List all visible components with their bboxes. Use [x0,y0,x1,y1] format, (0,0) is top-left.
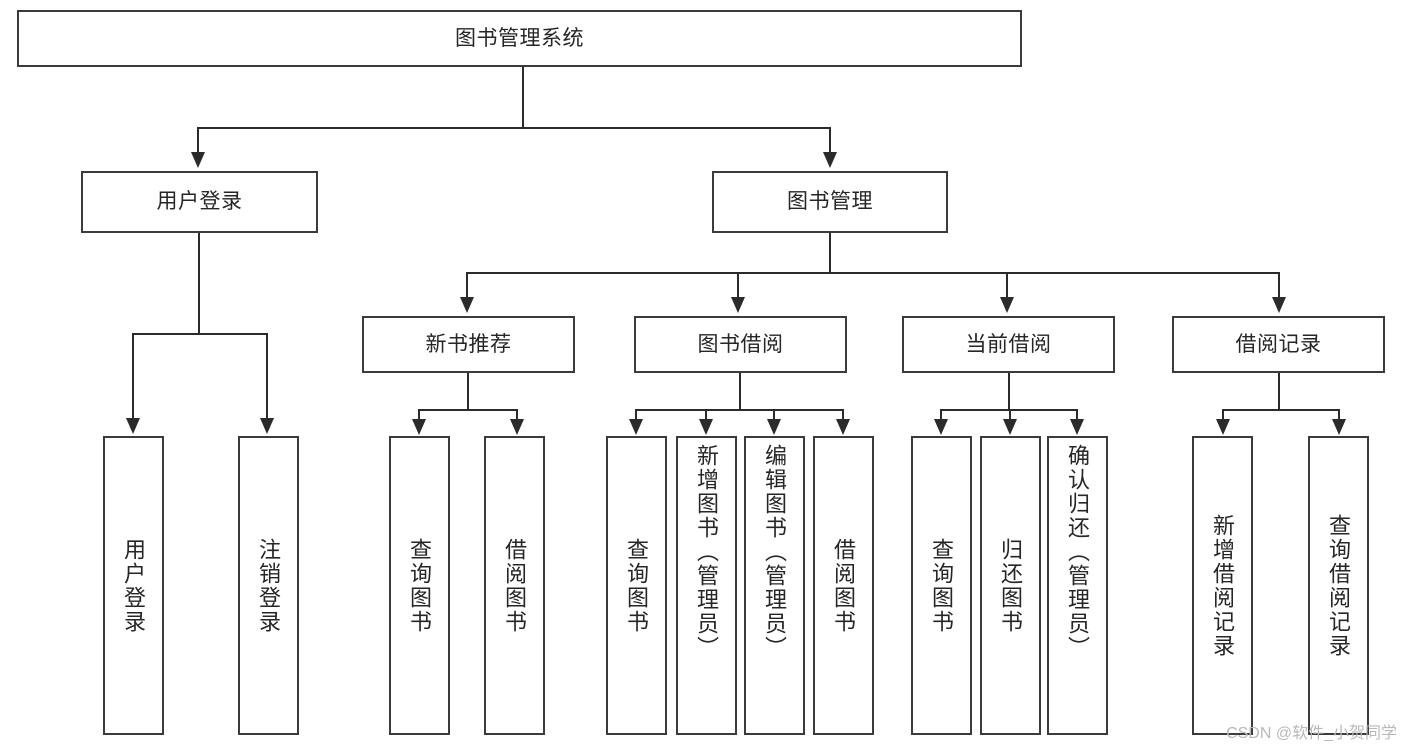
edge-current-borrow-drop [1008,373,1010,410]
node-label: 用户登录 [156,190,243,214]
leaf-query-borrow-record[interactable]: 查询借阅记录 [1308,436,1369,735]
edge-book-borrow-c1 [635,409,637,420]
edge-level2-to-current-borrow [1006,272,1008,297]
edge-new-book-drop [467,373,469,410]
arrow-to-leaf-query-book-c [934,419,948,435]
node-label: 借阅图书 [831,537,857,634]
node-label: 查询图书 [407,537,433,634]
node-label: 确认归还（管理员） [1065,444,1091,660]
edge-root-to-book-management [829,127,831,152]
leaf-add-book-admin[interactable]: 新增图书（管理员） [676,436,737,735]
node-label: 新增图书（管理员） [694,444,720,660]
edge-book-borrow-c4 [842,409,844,420]
edge-user-login-left [132,333,134,418]
arrow-to-new-book-recommend [460,297,474,313]
edge-new-book-left [418,409,420,420]
node-book-management[interactable]: 图书管理 [712,171,948,233]
leaf-confirm-return-admin[interactable]: 确认归还（管理员） [1047,436,1108,735]
edge-user-login-drop [198,233,200,334]
edge-level2-to-new-book [466,272,468,297]
arrow-to-leaf-confirm-return [1070,419,1084,435]
edge-root-bus [197,127,830,129]
node-label: 借阅记录 [1235,332,1322,356]
leaf-return-book[interactable]: 归还图书 [980,436,1041,735]
arrow-to-leaf-query-book-a [412,419,426,435]
node-label: 当前借阅 [965,332,1052,356]
leaf-logout[interactable]: 注销登录 [238,436,299,735]
edge-borrow-record-right [1338,409,1340,420]
leaf-borrow-book[interactable]: 借阅图书 [813,436,874,735]
arrow-to-leaf-logout [260,418,274,434]
leaf-add-borrow-record[interactable]: 新增借阅记录 [1192,436,1253,735]
node-current-borrow[interactable]: 当前借阅 [902,316,1115,373]
arrow-to-leaf-user-login [126,418,140,434]
node-label: 新书推荐 [425,332,512,356]
arrow-to-leaf-query-record [1332,419,1346,435]
node-label: 注销登录 [256,537,282,634]
edge-borrow-record-bus [1222,409,1340,411]
arrow-to-leaf-borrow-book-b [836,419,850,435]
arrow-to-leaf-add-record [1216,419,1230,435]
edge-book-borrow-c2 [705,409,707,420]
leaf-query-book-current[interactable]: 查询图书 [911,436,972,735]
arrow-to-book-management [823,152,837,168]
edge-new-book-right [516,409,518,420]
edge-level2-to-book-borrow [737,272,739,297]
arrow-to-leaf-query-book-b [629,419,643,435]
arrow-to-current-borrow [1000,297,1014,313]
edge-level2-bus [466,272,1280,274]
node-label: 图书管理系统 [455,26,584,50]
edge-root-drop [522,67,524,128]
leaf-borrow-book-new[interactable]: 借阅图书 [484,436,545,735]
leaf-edit-book-admin[interactable]: 编辑图书（管理员） [744,436,805,735]
arrow-to-user-login [191,152,205,168]
node-label: 归还图书 [998,537,1024,634]
arrow-to-book-borrow [731,297,745,313]
leaf-query-book-new[interactable]: 查询图书 [389,436,450,735]
node-label: 借阅图书 [502,537,528,634]
edge-current-borrow-c1 [940,409,942,420]
node-label: 查询图书 [929,537,955,634]
node-label: 图书借阅 [697,332,784,356]
node-borrow-record[interactable]: 借阅记录 [1172,316,1385,373]
edge-borrow-record-left [1222,409,1224,420]
edge-user-login-right [266,333,268,418]
node-user-login[interactable]: 用户登录 [81,171,318,233]
edge-new-book-bus [418,409,518,411]
leaf-user-login[interactable]: 用户登录 [103,436,164,735]
node-root-book-management-system[interactable]: 图书管理系统 [17,10,1022,67]
arrow-to-leaf-borrow-book-a [510,419,524,435]
edge-book-borrow-c3 [773,409,775,420]
edge-book-management-drop [829,233,831,273]
node-label: 图书管理 [787,190,873,214]
arrow-to-borrow-record [1272,297,1286,313]
edge-root-to-user-login [197,127,199,152]
node-book-borrow[interactable]: 图书借阅 [634,316,847,373]
arrow-to-leaf-return-book [1003,419,1017,435]
edge-level2-to-borrow-record [1278,272,1280,297]
arrow-to-leaf-add-book [699,419,713,435]
edge-book-borrow-bus [635,409,843,411]
arrow-to-leaf-edit-book [767,419,781,435]
node-label: 用户登录 [121,537,147,634]
node-label: 编辑图书（管理员） [762,444,788,660]
edge-current-borrow-c3 [1076,409,1078,420]
node-label: 新增借阅记录 [1210,513,1236,658]
node-label: 查询图书 [624,537,650,634]
node-label: 查询借阅记录 [1326,513,1352,658]
edge-current-borrow-c2 [1009,409,1011,420]
edge-user-login-bus [132,333,267,335]
leaf-query-book-borrow[interactable]: 查询图书 [606,436,667,735]
edge-book-borrow-drop [739,373,741,410]
edge-borrow-record-drop [1278,373,1280,410]
node-new-book-recommend[interactable]: 新书推荐 [362,316,575,373]
